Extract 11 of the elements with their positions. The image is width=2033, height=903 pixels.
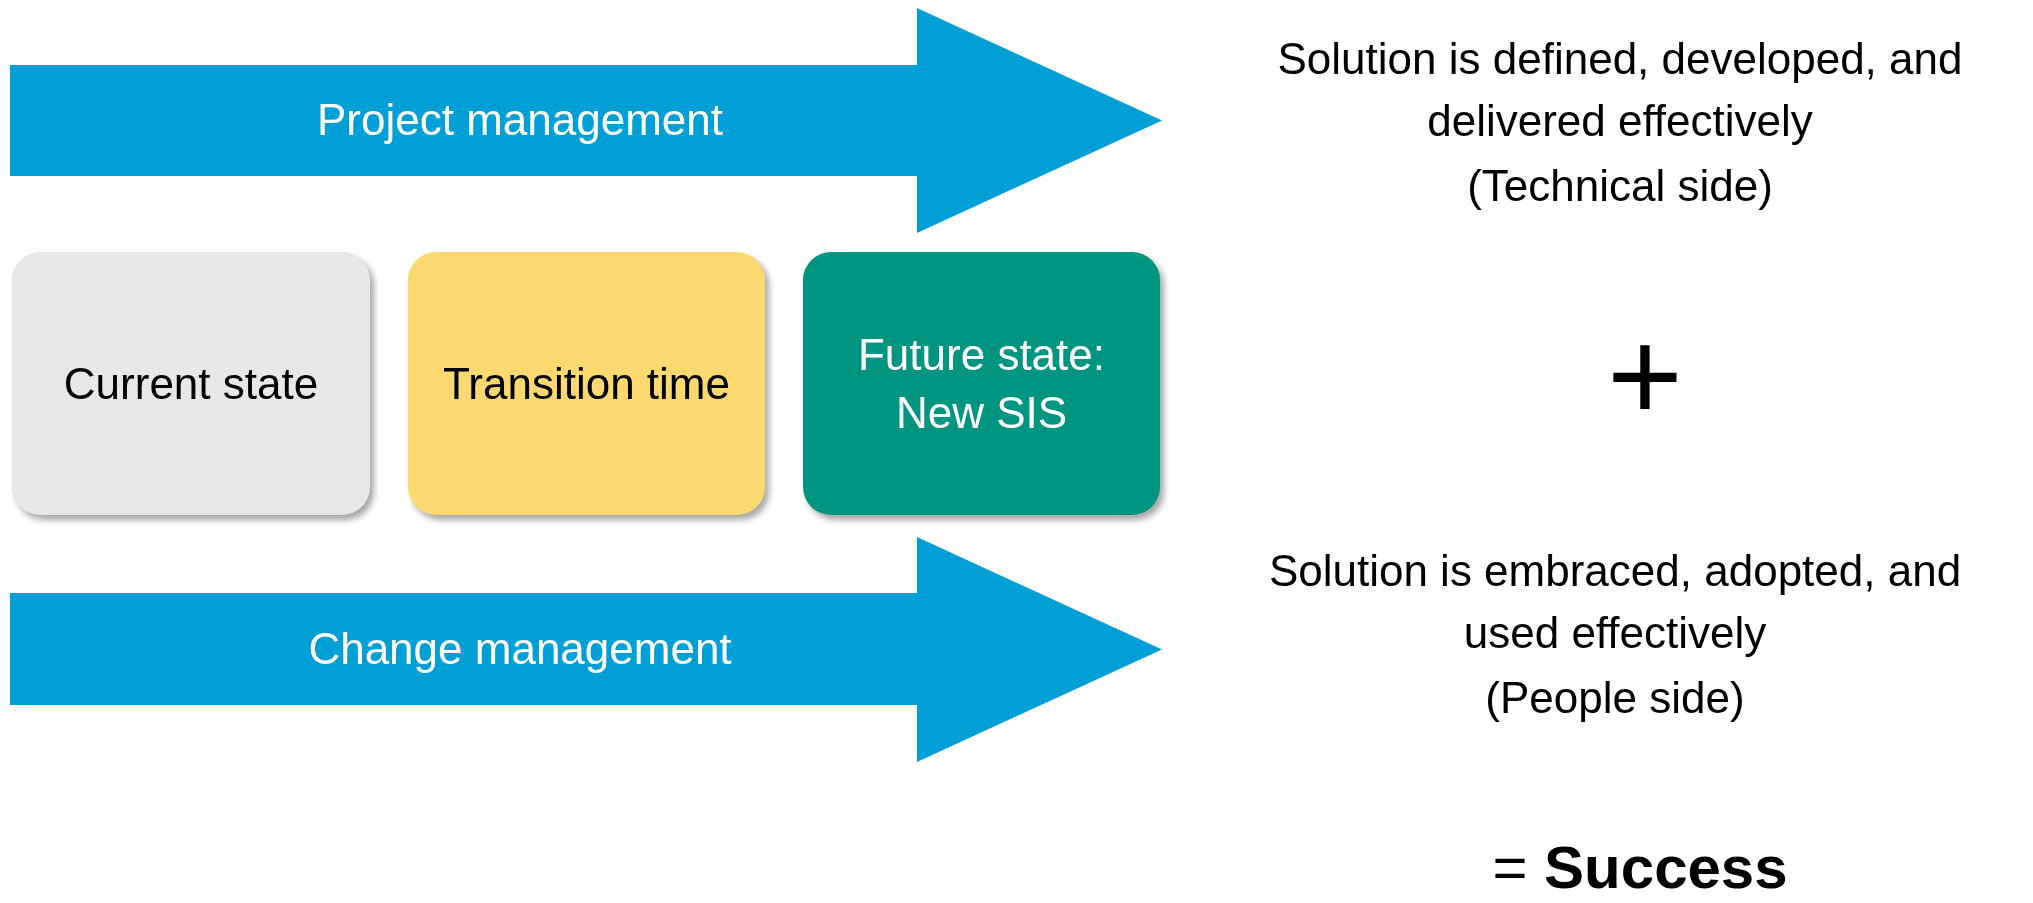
outcome-note: (People side) [1484, 672, 1746, 724]
state-box: Current state [12, 252, 370, 515]
outcome-text: Solution is defined, developed, and delivered effectively [1276, 33, 1964, 147]
arrow-label: Project management [316, 94, 724, 145]
outcome-note: (Technical side) [1466, 160, 1774, 212]
outcome-text: Solution is embraced, adopted, and used effectively [1267, 545, 1963, 659]
result-text: = Success [1491, 835, 1789, 901]
arrow-label: Change management [307, 623, 733, 674]
state-box: Transition time [408, 252, 765, 515]
plus-sign: + [1606, 310, 1684, 440]
state-box: Future state: New SIS [803, 252, 1160, 515]
